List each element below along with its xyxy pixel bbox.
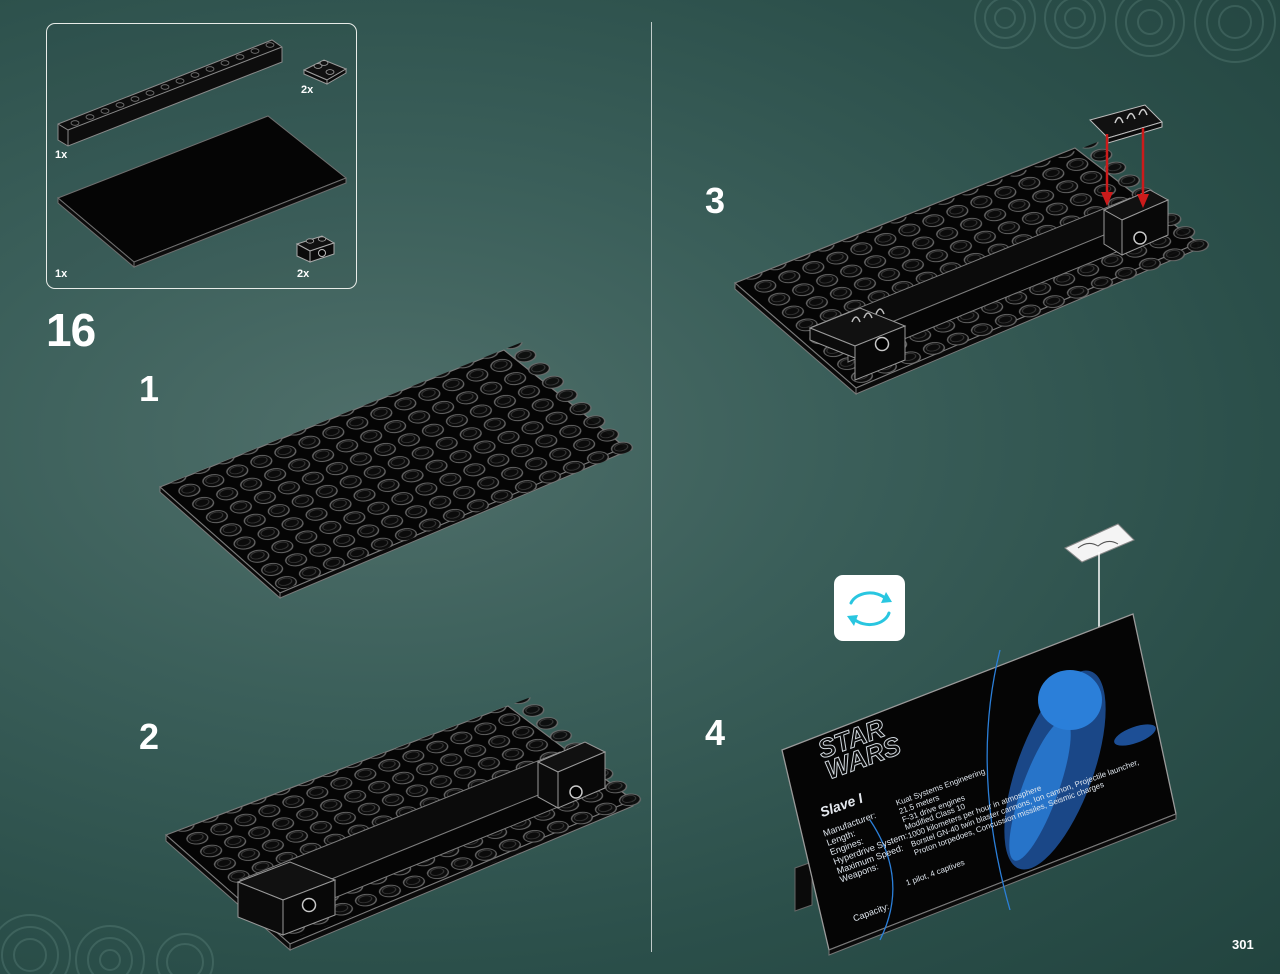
part-technic-brick [295, 235, 336, 263]
rotate-model-callout [834, 575, 905, 641]
part-clip-plate [302, 59, 348, 85]
sub-step-4: 4 [705, 712, 726, 753]
step-2-assembly [164, 695, 651, 952]
main-step-number: 16 [46, 304, 96, 356]
down-arrow-icon [1137, 128, 1149, 208]
step-1-base-plate [158, 340, 639, 600]
down-arrow-icon [1101, 134, 1113, 206]
sub-step-2: 2 [139, 716, 160, 757]
page-divider [651, 22, 652, 952]
sub-step-1: 1 [139, 368, 160, 409]
sub-step-3: 3 [705, 180, 726, 221]
step-3-assembly [733, 104, 1217, 396]
part-base-plate [57, 115, 347, 269]
rotate-arrows-icon [847, 591, 892, 627]
part-qty-brick: 1x [55, 149, 68, 161]
part-brick-1x14 [57, 39, 283, 147]
part-qty-technic-brick: 2x [297, 268, 310, 280]
part-qty-clip-plate: 2x [301, 84, 314, 96]
slave-one-ship-image [869, 649, 1156, 941]
part-qty-base-plate: 1x [55, 268, 68, 280]
step-4-assembly [781, 523, 1177, 956]
page-number: 301 [1232, 937, 1254, 952]
